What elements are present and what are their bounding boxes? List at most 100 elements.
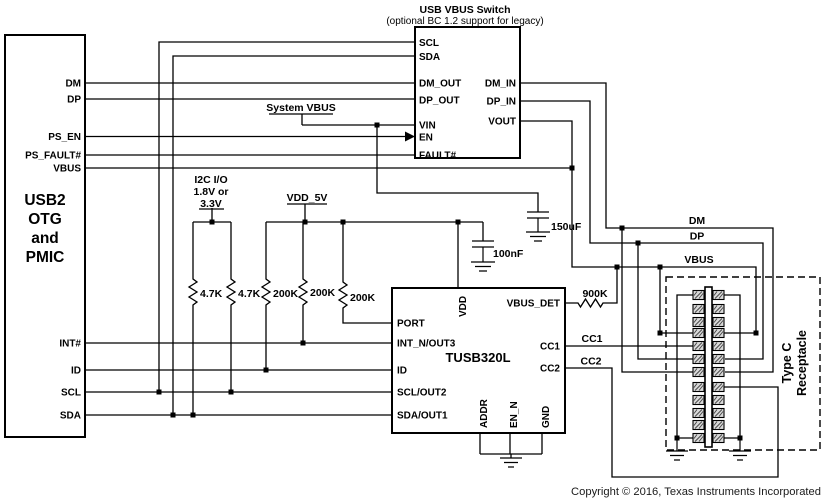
pin-hatch (714, 421, 723, 429)
pin-hatch (714, 434, 723, 442)
pin-label-en-n: EN_N (509, 401, 520, 428)
pin-hatch (698, 436, 704, 442)
switch-subtitle: (optional BC 1.2 support for legacy) (386, 16, 543, 27)
net-label-dm: DM (689, 215, 706, 227)
pin-hatch (693, 396, 698, 401)
pin-hatch (698, 344, 704, 350)
resistor-id (260, 222, 272, 370)
pin-hatch (694, 409, 703, 417)
net-label-system-vbus: System VBUS (266, 102, 335, 114)
pin-hatch (714, 355, 723, 363)
junction-dot (170, 412, 176, 418)
wire-dm-in (520, 82, 774, 373)
value-c-vin: 150uF (551, 221, 582, 233)
pin-hatch (714, 368, 723, 376)
pin-label-int-n: INT_N/OUT3 (397, 339, 456, 350)
pin-label-dm-out: DM_OUT (419, 79, 461, 90)
junction-dots (156, 122, 759, 441)
net-labels: System VBUS I2C I/O 1.8V or 3.3V VDD_5V … (193, 102, 713, 368)
pin-hatch (693, 355, 698, 360)
pin-label-dm: DM (65, 79, 81, 90)
pin-hatch (698, 423, 704, 429)
pin-label-sda: SDA (60, 411, 81, 422)
pin-label-int: INT# (59, 339, 81, 350)
pin-label-id: ID (71, 366, 81, 377)
pin-hatch (693, 383, 698, 388)
value-c-vdd: 100nF (493, 248, 524, 260)
wire-dp-left-drop (637, 243, 693, 360)
pin-label-vbus: VBUS (53, 164, 81, 175)
pin-label-addr: ADDR (479, 398, 490, 428)
pin-hatch (693, 318, 698, 323)
pin-hatch (718, 331, 724, 337)
pin-hatch (698, 293, 704, 299)
wire-vout-vbus (520, 120, 757, 333)
tusb-name: TUSB320L (445, 350, 510, 365)
tusb320l-labels: TUSB320L PORT INT_N/OUT3 ID SCL/OUT2 SDA… (397, 296, 560, 428)
ground-left (666, 438, 688, 461)
pin-hatch (713, 318, 718, 323)
net-label-vbus: VBUS (684, 254, 713, 266)
pin-hatch (718, 411, 724, 417)
wire-vin-cap (376, 125, 539, 212)
pin-label-dp-out: DP_OUT (419, 96, 460, 107)
resistor-int (297, 222, 309, 343)
pmic-title-line: PMIC (26, 249, 65, 266)
wire-dm-left-drop (621, 228, 693, 373)
pin-label-dp-in: DP_IN (487, 97, 516, 108)
copyright-text: Copyright © 2016, Texas Instruments Inco… (571, 486, 821, 498)
junction-dot (228, 389, 234, 395)
pin-hatch (713, 396, 718, 401)
junction-dot (340, 219, 346, 225)
ground-right (729, 438, 751, 461)
pin-hatch (694, 434, 703, 442)
junction-dot (300, 340, 306, 346)
pin-label-vbus-det: VBUS_DET (507, 299, 560, 310)
junction-dot (657, 264, 663, 270)
pin-hatch (713, 383, 718, 388)
pmic-title-line: USB2 (24, 192, 65, 209)
pin-hatch (698, 357, 704, 363)
pin-label-vout: VOUT (488, 117, 516, 128)
pin-hatch (693, 421, 698, 426)
pin-label-port: PORT (397, 319, 425, 330)
ground-tusb (500, 457, 522, 468)
wire-scl-switch (158, 41, 415, 392)
pin-hatch (714, 409, 723, 417)
pin-hatch (718, 385, 724, 391)
net-label-cc1: CC1 (581, 333, 602, 345)
pin-label-ps-en: PS_EN (48, 132, 81, 143)
value-r-port: 200K (350, 292, 376, 304)
junction-dot (209, 219, 215, 225)
pin-hatch (693, 305, 698, 310)
pin-hatch (714, 291, 723, 299)
pin-hatch (698, 370, 704, 376)
pin-label-sda: SDA (419, 52, 440, 63)
resistor-scl (225, 222, 237, 392)
pin-label-scl: SCL (419, 38, 439, 49)
pin-hatch (718, 398, 724, 404)
resistor-port (337, 222, 392, 324)
pin-hatch (714, 305, 723, 313)
junction-dot (263, 367, 269, 373)
junction-dot (674, 435, 680, 441)
pin-hatch (714, 329, 723, 337)
net-label-vdd5v: VDD_5V (287, 192, 328, 204)
junction-dot (455, 219, 461, 225)
value-r-id: 200K (273, 288, 299, 300)
pin-hatch (713, 421, 718, 426)
value-r-vbus-det: 900K (582, 288, 608, 300)
pin-label-scl: SCL (61, 388, 81, 399)
pmic-title-line: and (31, 230, 59, 247)
pin-label-dm-in: DM_IN (485, 79, 516, 90)
pin-hatch (713, 434, 718, 439)
pin-hatch (713, 368, 718, 373)
rail-vdd5v (266, 204, 483, 223)
pin-hatch (718, 357, 724, 363)
pin-label-scl-out2: SCL/OUT2 (397, 388, 447, 399)
pin-hatch (713, 329, 718, 334)
junction-dot (657, 330, 663, 336)
pin-hatch (693, 434, 698, 439)
